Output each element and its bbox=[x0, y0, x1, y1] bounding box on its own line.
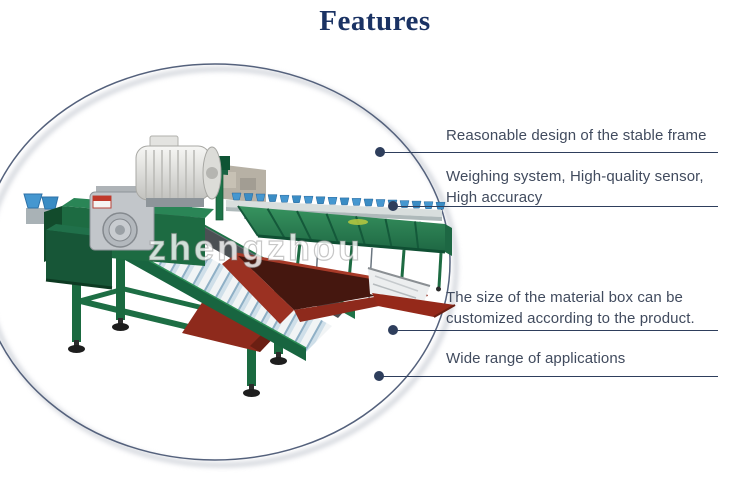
feature-2-line-1: Weighing system, High-quality sensor, bbox=[446, 168, 704, 185]
gearbox bbox=[89, 186, 155, 251]
feature-item-2: Weighing system, High-quality sensor, Hi… bbox=[446, 166, 704, 208]
feature-4-line-1: Wide range of applications bbox=[446, 350, 626, 367]
connector-dot-1 bbox=[375, 147, 385, 157]
connector-dot-3 bbox=[388, 325, 398, 335]
feature-item-1: Reasonable design of the stable frame bbox=[446, 125, 707, 146]
feature-item-4: Wide range of applications bbox=[446, 348, 625, 369]
feature-3-line-2: customized according to the product. bbox=[446, 310, 695, 327]
material-box-chute bbox=[222, 252, 456, 324]
connector-dot-4 bbox=[374, 371, 384, 381]
adjustable-feet bbox=[68, 318, 287, 397]
connector-line-1 bbox=[375, 147, 718, 157]
connector-line-2 bbox=[388, 201, 718, 211]
watermark-text: zhengzhou bbox=[148, 227, 363, 268]
motor bbox=[135, 135, 222, 207]
circle-frame bbox=[0, 63, 459, 468]
feature-3-line-1: The size of the material box can be bbox=[446, 289, 683, 306]
feature-1-line-1: Reasonable design of the stable frame bbox=[446, 127, 707, 144]
connector-line-4 bbox=[374, 371, 718, 381]
collection-table bbox=[237, 205, 452, 300]
feature-2-line-2: High accuracy bbox=[446, 189, 543, 206]
feature-item-3: The size of the material box can be cust… bbox=[446, 287, 695, 329]
connector-line-3 bbox=[388, 325, 718, 335]
drive-unit bbox=[44, 135, 222, 290]
connector-dot-2 bbox=[388, 201, 398, 211]
page-title: Features bbox=[319, 5, 431, 37]
